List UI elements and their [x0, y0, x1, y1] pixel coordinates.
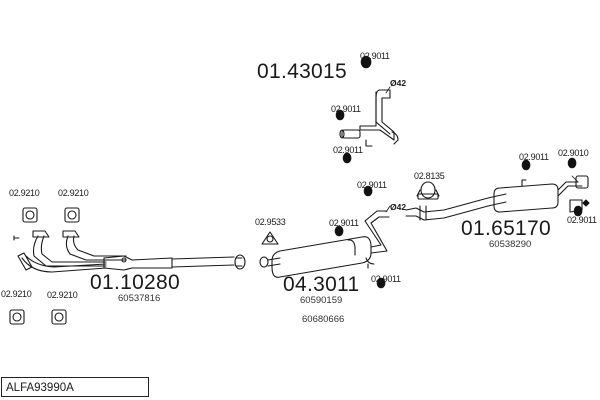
hardware-label: 02.8135: [414, 171, 445, 181]
part-number-rear-silencer: 01.65170: [461, 217, 551, 240]
hanger-icon: [335, 109, 345, 121]
hanger-icon: [582, 199, 590, 207]
middle-silencer-outlet: [364, 210, 390, 254]
hardware-label: 02.9011: [567, 215, 597, 225]
front-pipe-branch: [65, 235, 127, 261]
gasket-icon: [51, 309, 67, 325]
hardware-label: 02.9011: [329, 218, 359, 228]
gasket-icon: [9, 309, 25, 325]
front-pipe: [13, 230, 246, 273]
gasket-icon: [64, 207, 80, 223]
hardware-label: 02.9011: [519, 152, 549, 162]
middle-silencer-body: [271, 236, 372, 278]
middle-silencer: [267, 210, 390, 278]
tail-pipe-hanger: [365, 139, 373, 147]
rear-silencer-body: [493, 183, 559, 213]
triangle-gasket-icon: [261, 231, 279, 245]
flange-ring-icon: [259, 256, 269, 268]
front-pipe-stub: [13, 235, 20, 241]
hardware-label: 02.9011: [360, 51, 390, 61]
hanger-icon: [573, 205, 583, 217]
hanger-icon: [342, 152, 352, 164]
hardware-label: 02.9210: [58, 188, 89, 198]
hanger-icon: [582, 199, 590, 207]
hardware-label: 02.9011: [333, 145, 363, 155]
front-pipe-branch: [40, 235, 107, 263]
hanger-icon: [360, 55, 372, 69]
rear-silencer-outlet: [557, 181, 583, 197]
hanger-icon: [363, 185, 373, 197]
hardware-label: 02.9011: [357, 180, 387, 190]
hardware-label: 02.9210: [47, 290, 78, 300]
front-pipe-flange: [235, 257, 243, 267]
hanger-icon: [521, 159, 531, 171]
part-number-front-pipe: 01.10280: [90, 271, 180, 294]
front-pipe-collector: [103, 255, 173, 271]
hanger-icon: [334, 55, 583, 289]
hardware-label: 02.9010: [558, 148, 589, 158]
hanger-icon: [376, 277, 386, 289]
front-pipe-branch: [25, 255, 107, 268]
hardware-label: 02.9011: [371, 274, 401, 284]
hardware-label: 02.9011: [331, 104, 361, 114]
middle-silencer-hook: [365, 257, 375, 269]
rear-silencer-assembly: [405, 175, 589, 221]
front-pipe-branch: [32, 235, 107, 267]
diagram-code: ALFA93990A: [6, 382, 74, 394]
diameter-label: Ø42: [390, 78, 407, 88]
rear-silencer-hanger: [521, 179, 527, 187]
clamp-icon: [416, 181, 440, 200]
reference-number: 60538290: [489, 239, 532, 250]
diameter-label: Ø42: [390, 202, 407, 212]
middle-silencer-seam: [347, 239, 356, 256]
rear-tail-pipe: [339, 89, 399, 147]
front-pipe-main: [171, 256, 235, 268]
rear-silencer-tip: [575, 175, 589, 189]
tail-pipe-tip: [341, 129, 361, 139]
front-pipe-branch: [32, 230, 50, 238]
reference-number: 60680666: [302, 314, 345, 325]
reference-number: 60537816: [118, 293, 161, 304]
tail-pipe-hanger: [391, 131, 399, 145]
hanger-icon: [334, 225, 344, 237]
tail-pipe-body: [375, 91, 391, 135]
rear-pipe-joint: [419, 205, 427, 221]
hardware-label: 02.9533: [255, 217, 286, 227]
front-pipe-branch: [21, 257, 107, 273]
hardware-label: 02.9210: [9, 188, 40, 198]
part-number-tail-pipe: 01.43015: [257, 60, 347, 83]
diagram-code-box: ALFA93990A: [1, 377, 149, 397]
reference-number: 60590159: [300, 295, 343, 306]
front-pipe-flange: [234, 254, 246, 270]
part-number-middle-silencer: 04.3011: [283, 273, 360, 296]
hanger-icon: [567, 157, 577, 169]
rear-pipe: [405, 193, 507, 221]
gasket-icon: [22, 207, 38, 223]
tail-pipe-tip: [339, 129, 345, 139]
leader-line: [385, 86, 579, 213]
hardware-label: 02.9210: [1, 289, 32, 299]
front-pipe-branch: [62, 230, 80, 238]
middle-silencer-inlet: [267, 257, 281, 267]
lambda-boss: [121, 257, 127, 263]
front-pipe-branch: [72, 235, 127, 257]
